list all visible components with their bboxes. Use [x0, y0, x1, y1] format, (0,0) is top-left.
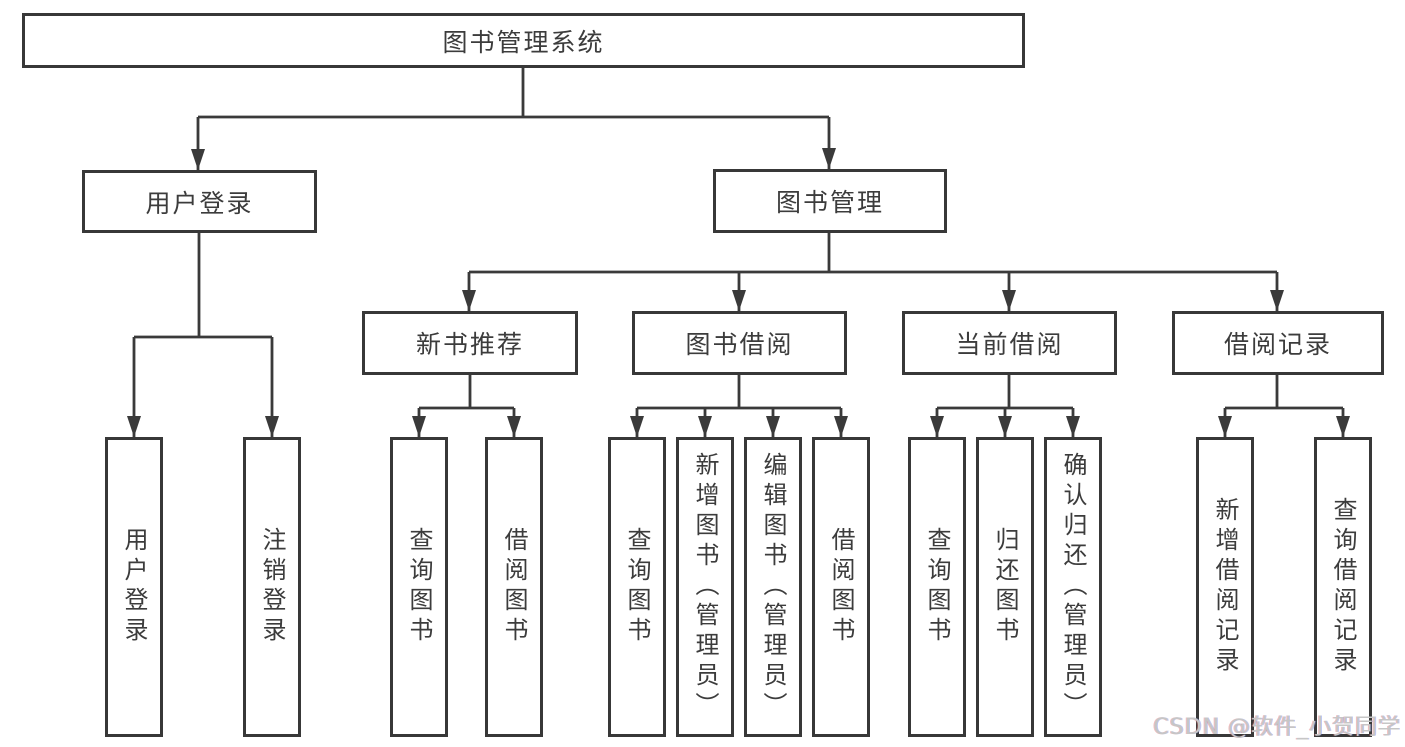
leaf-logout: 注销登录 — [243, 437, 301, 737]
node-root-system: 图书管理系统 — [22, 13, 1025, 68]
node-book-borrowing: 图书借阅 — [632, 311, 847, 375]
leaf-search-books-current: 查询图书 — [908, 437, 966, 737]
leaf-borrow-books: 借阅图书 — [812, 437, 870, 737]
leaf-search-borrow-record: 查询借阅记录 — [1314, 437, 1372, 737]
leaf-confirm-return-admin: 确认归还（管理员） — [1044, 437, 1102, 737]
leaf-add-book-admin: 新增图书（管理员） — [676, 437, 734, 737]
leaf-search-books-borrowing: 查询图书 — [608, 437, 666, 737]
connector-arrows — [127, 117, 1350, 437]
csdn-watermark: CSDN @软件_小贺同学 — [1153, 715, 1401, 740]
node-book-management: 图书管理 — [713, 169, 947, 233]
leaf-user-login: 用户登录 — [105, 437, 163, 737]
node-new-book-recommendation: 新书推荐 — [362, 311, 578, 375]
leaf-borrow-books-recommend: 借阅图书 — [485, 437, 543, 737]
node-current-borrowing: 当前借阅 — [902, 311, 1117, 375]
leaf-add-borrow-record: 新增借阅记录 — [1196, 437, 1254, 737]
leaf-return-books: 归还图书 — [976, 437, 1034, 737]
connector-trunks — [134, 68, 1343, 410]
leaf-search-books-recommend: 查询图书 — [390, 437, 448, 737]
node-user-login: 用户登录 — [82, 170, 317, 233]
leaf-edit-book-admin: 编辑图书（管理员） — [744, 437, 802, 737]
node-borrowing-records: 借阅记录 — [1172, 311, 1384, 375]
